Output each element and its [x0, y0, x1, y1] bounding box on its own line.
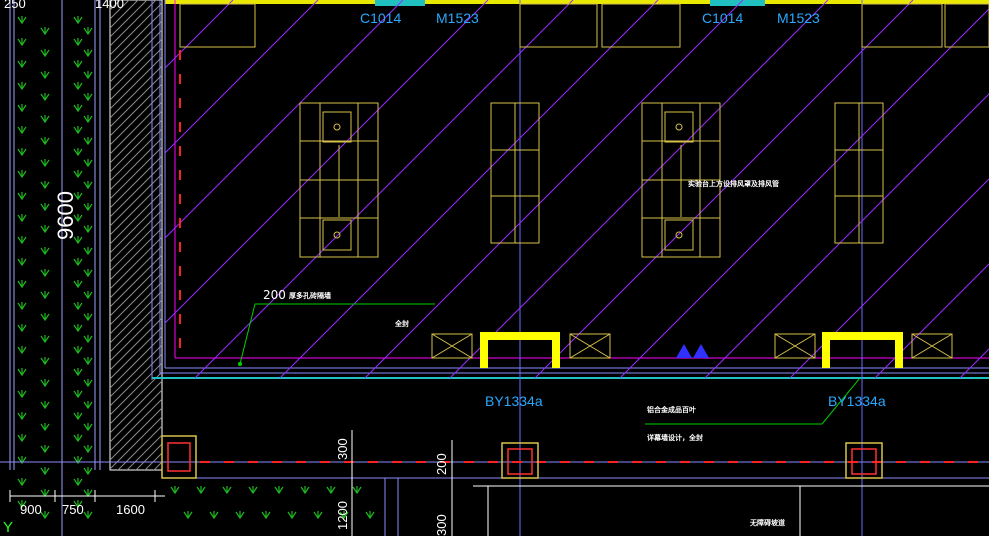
- dim-bottom-a: 900: [20, 502, 42, 517]
- y-axis-marker: Y: [3, 519, 13, 536]
- leader-dot: [238, 362, 242, 366]
- floor-hatch: [165, 0, 989, 378]
- sink-note: 实验台上方设排风罩及排风管: [688, 179, 779, 188]
- lab-bench-2: [641, 102, 721, 258]
- leader-200-num: 200: [263, 288, 286, 302]
- hatched-wall: [109, 0, 163, 471]
- x-boxes: [431, 333, 953, 359]
- window-glass-2: [710, 0, 765, 6]
- top-beam-yellow: [165, 0, 989, 4]
- tag-cabinet-right: BY1334a: [828, 393, 886, 409]
- dimension-ticks: [9, 430, 453, 536]
- leader-200-text: 厚多孔砖隔墙: [289, 291, 331, 300]
- yellow-columns: [480, 332, 903, 368]
- bottom-note: 无障碍坡道: [749, 518, 785, 527]
- top-cabinets: [179, 3, 989, 48]
- tag-cabinet-left: BY1334a: [485, 393, 543, 409]
- dim-vert-200: 200: [434, 453, 449, 475]
- dim-vert-1200: 1200: [335, 501, 350, 530]
- hidden-lines: [179, 50, 989, 463]
- tag-door-1: M1523: [436, 10, 479, 26]
- tag-window-1: C1014: [360, 10, 401, 26]
- dim-top-left-b: 1400: [95, 0, 124, 11]
- outer-note-2: 详幕墙设计，全封: [647, 433, 703, 442]
- tag-door-2: M1523: [777, 10, 820, 26]
- wall-cabinet-1: [490, 102, 540, 244]
- wall-note: 全封: [394, 319, 409, 328]
- wall-cabinet-2: [834, 102, 884, 244]
- grid-axes: [519, 0, 863, 536]
- tag-window-2: C1014: [702, 10, 743, 26]
- blue-markers: [676, 344, 709, 358]
- pits: [161, 435, 883, 479]
- ramp-area: [384, 478, 989, 536]
- outer-note-1: 铝合金成品百叶: [647, 405, 696, 414]
- dim-vert-300-b: 300: [434, 514, 449, 536]
- dim-bottom-b: 750: [62, 502, 84, 517]
- lab-bench-1: [299, 102, 379, 258]
- leader-lines: [239, 303, 861, 425]
- landscape-strip: [9, 0, 375, 536]
- dim-vertical-overall: 9600: [53, 191, 78, 240]
- dim-vert-300-a: 300: [335, 438, 350, 460]
- dim-bottom-c: 1600: [116, 502, 145, 517]
- dim-top-left-a: 250: [4, 0, 26, 11]
